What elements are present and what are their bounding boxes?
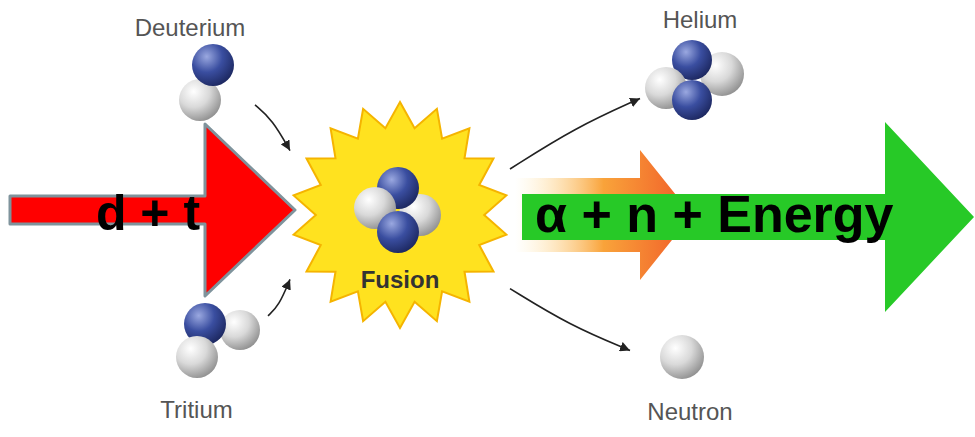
node-label: d + t: [96, 188, 200, 238]
neutron-sphere: [220, 310, 260, 350]
reaction-arrow: [510, 289, 630, 351]
proton-sphere: [192, 44, 234, 86]
deuterium-particle: Deuterium: [125, 8, 255, 122]
tritium-atoms: [176, 303, 260, 378]
node-label: Deuterium: [135, 14, 246, 43]
fusion-burst: Fusion: [290, 100, 510, 330]
reaction-arrow: [255, 105, 290, 151]
node-label: Neutron: [647, 398, 732, 427]
starburst-shape: [294, 102, 507, 328]
neutron-sphere: [176, 336, 218, 378]
products-arrow: α + n + Energy: [522, 122, 975, 312]
helium-atoms: [645, 40, 744, 120]
reaction-arrow: [268, 279, 290, 315]
nucleus-sphere: [377, 211, 419, 253]
reactants-arrow: d + t: [10, 122, 298, 298]
node-label: Fusion: [361, 266, 440, 295]
red-arrow-shape: [10, 124, 295, 296]
node-label: Helium: [663, 6, 738, 35]
proton-sphere: [672, 80, 712, 120]
tritium-particle: Tritium: [125, 300, 268, 432]
helium-particle: Helium: [640, 4, 760, 122]
green-arrow-shape: [522, 122, 974, 312]
node-label: α + n + Energy: [535, 188, 894, 240]
star-outline: [290, 100, 510, 330]
node-label: Tritium: [160, 396, 232, 425]
reaction-arrow: [510, 98, 640, 169]
deuterium-atoms: [179, 44, 234, 121]
free-neutron-sphere: [660, 335, 704, 379]
neutron-particle: Neutron: [630, 330, 750, 432]
